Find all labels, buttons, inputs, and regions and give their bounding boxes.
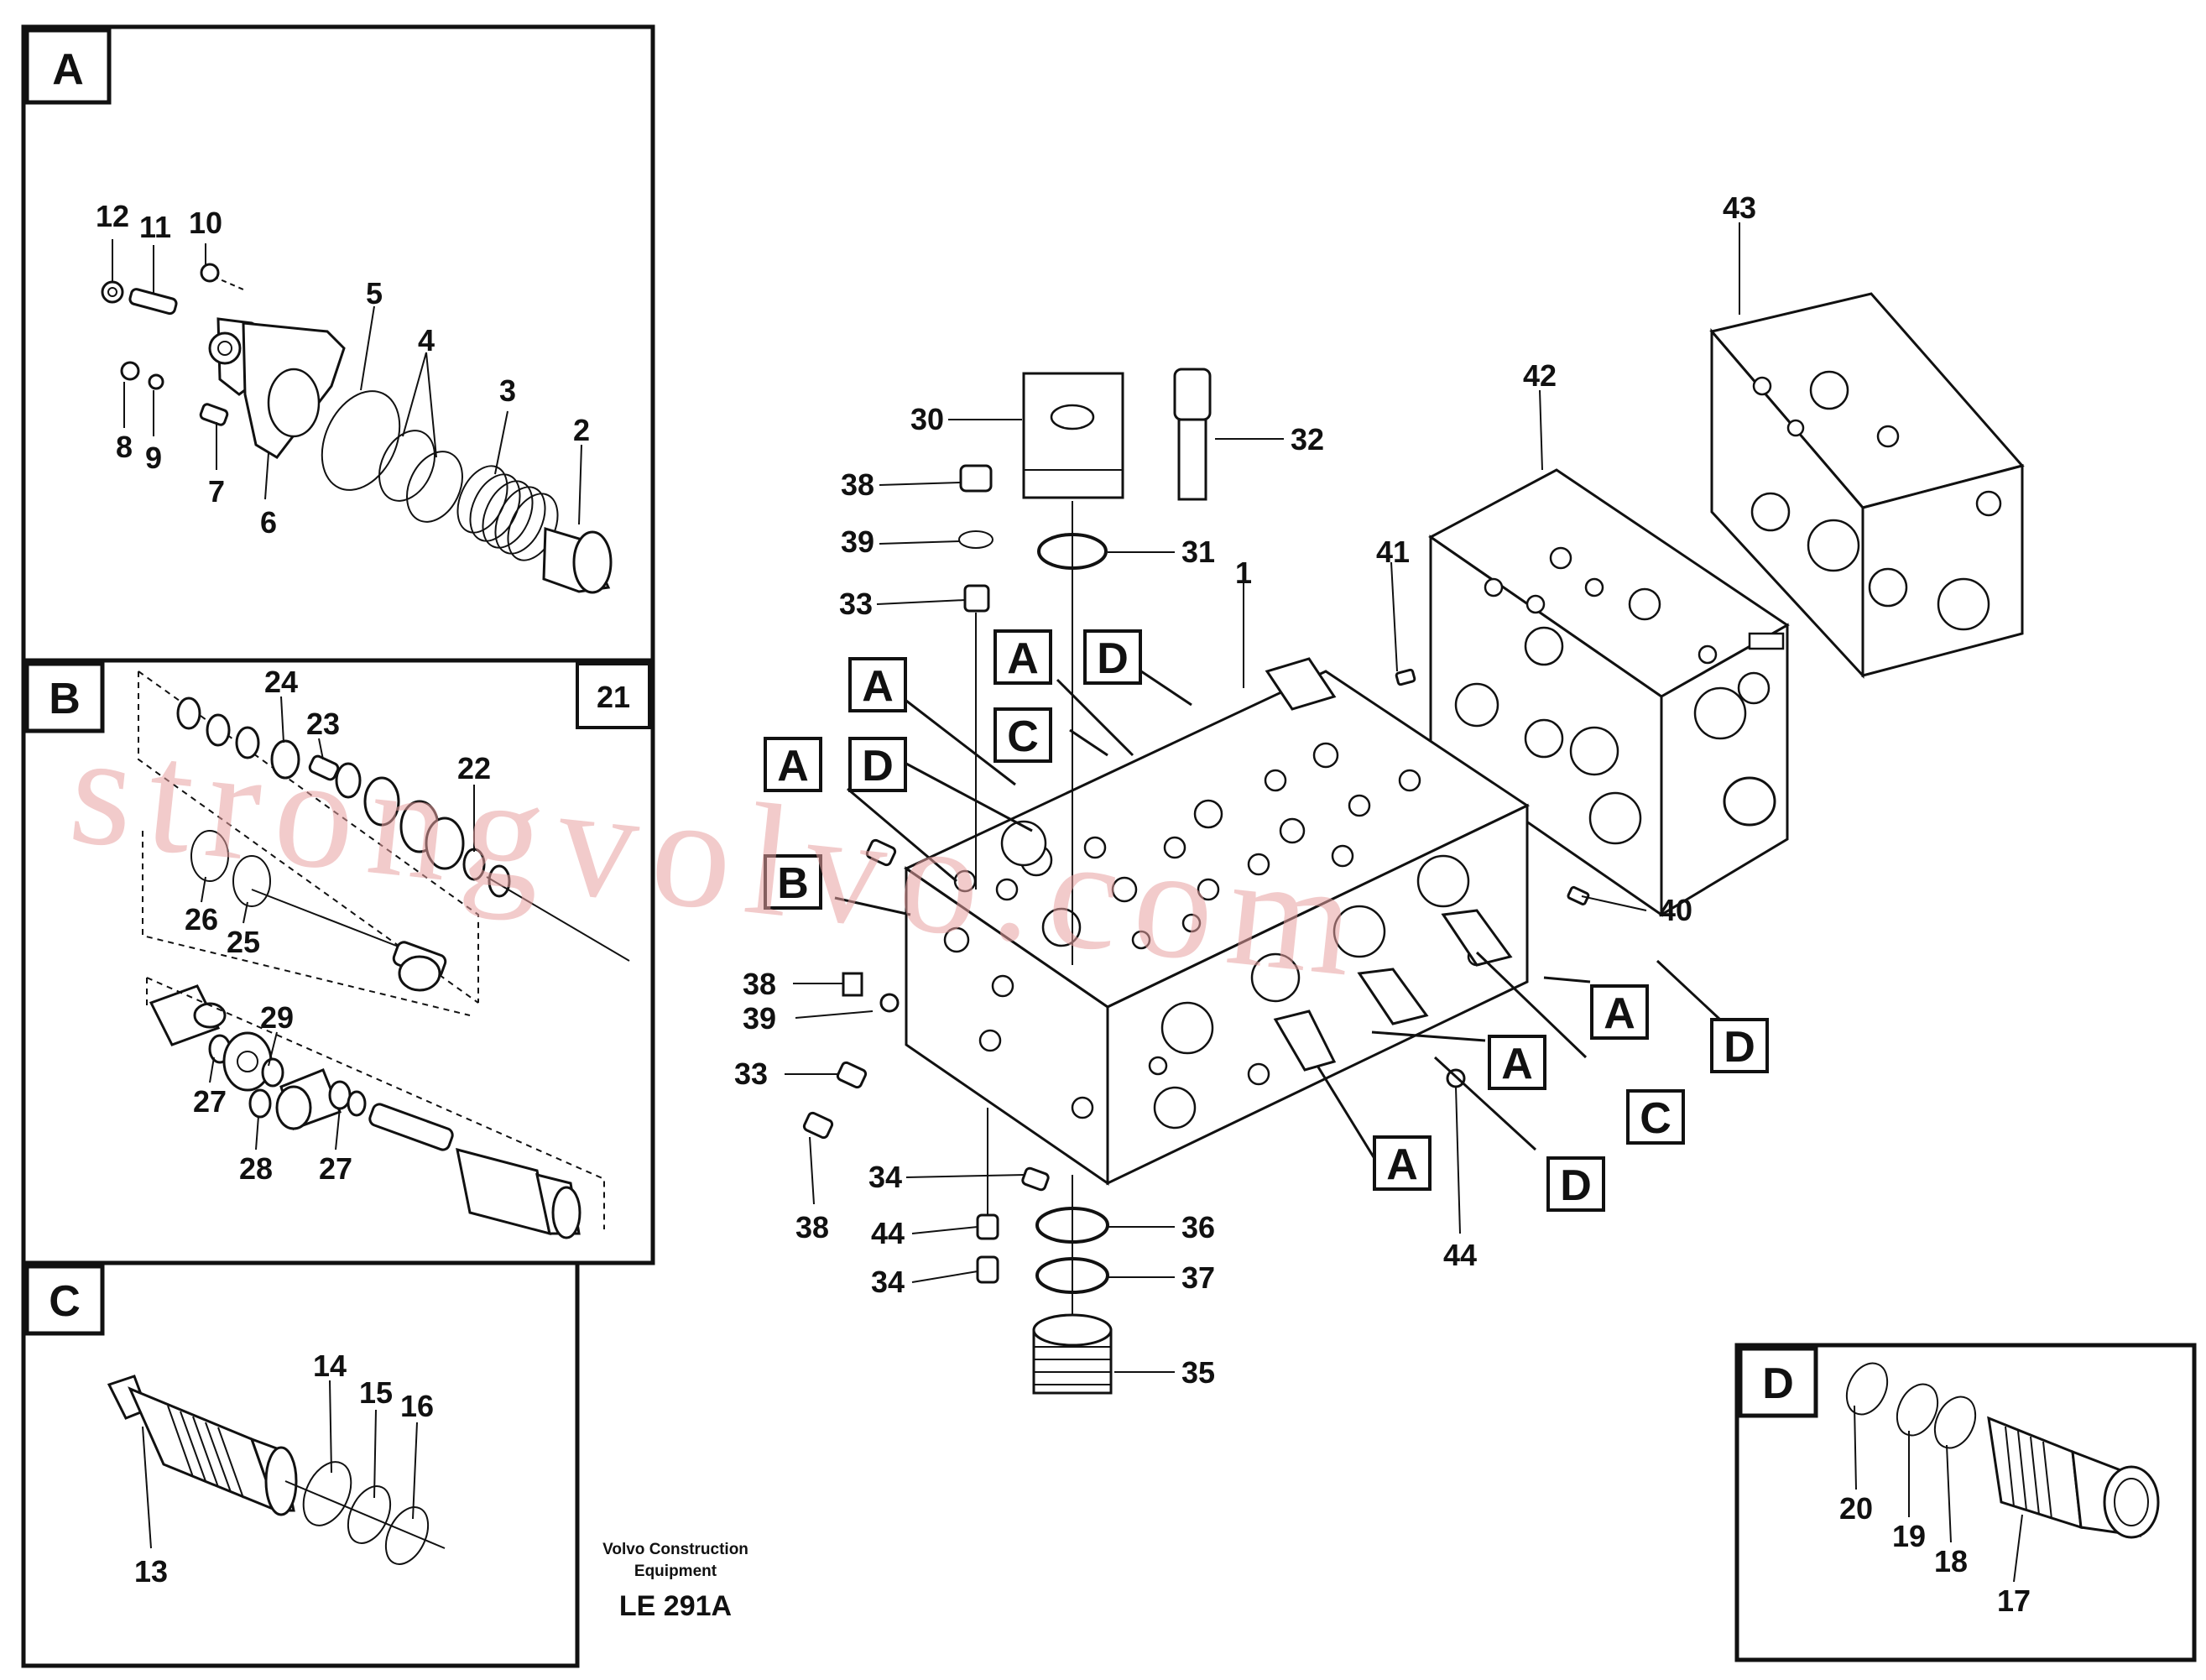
label-42: 42	[1523, 358, 1557, 393]
panel-a-relief-valve-assembly	[101, 263, 613, 594]
callout-c-2: C	[1640, 1094, 1671, 1143]
label-18: 18	[1934, 1544, 1968, 1578]
panel-a: A	[21, 24, 655, 663]
label-26: 26	[185, 902, 218, 937]
label-36: 36	[1181, 1210, 1215, 1244]
panel-d-label: D	[1762, 1359, 1794, 1408]
label-20: 20	[1839, 1491, 1873, 1526]
callout-d-4: D	[1560, 1161, 1592, 1210]
label-44a: 44	[871, 1216, 905, 1250]
section-block-43	[1709, 292, 2025, 679]
callout-b-1: B	[777, 859, 809, 908]
label-30: 30	[910, 402, 944, 436]
label-6: 6	[260, 505, 277, 540]
panel-a-leaders	[112, 239, 582, 525]
label-8: 8	[116, 430, 133, 464]
label-1: 1	[1235, 556, 1252, 590]
panel-d-valve-plug	[1845, 1362, 2160, 1539]
bottom-parts	[976, 1108, 1113, 1395]
callout-leaders	[834, 670, 1722, 1176]
callout-a-1: A	[862, 662, 894, 711]
panel-b-label: B	[49, 675, 81, 723]
callout-a-5: A	[1501, 1040, 1533, 1088]
footer-company-line2: Equipment	[634, 1563, 717, 1580]
label-34a: 34	[868, 1160, 902, 1194]
label-29: 29	[260, 1000, 294, 1035]
label-13: 13	[134, 1554, 168, 1589]
label-31: 31	[1181, 535, 1215, 569]
panel-c-cartridge-valve	[107, 1375, 446, 1565]
label-34b: 34	[871, 1265, 905, 1299]
label-16: 16	[400, 1389, 434, 1423]
panel-b-leaders	[201, 696, 475, 1150]
main-part-numbers: 43 42 30 32 38 39 31 41 1 33 40 38 39 33…	[734, 190, 1756, 1390]
label-40: 40	[1659, 893, 1692, 927]
label-27a: 27	[193, 1084, 227, 1119]
label-24: 24	[264, 665, 298, 699]
label-38c: 38	[795, 1210, 829, 1244]
callout-boxes: A A D C D A B A D A C A D	[764, 629, 1769, 1212]
footer-company-line1: Volvo Construction	[602, 1541, 748, 1558]
label-32: 32	[1291, 422, 1324, 457]
label-4: 4	[418, 323, 435, 357]
footer-drawing-code: LE 291A	[619, 1590, 732, 1622]
panel-b-ref-21: 21	[597, 680, 630, 714]
callout-d-1: D	[1097, 634, 1129, 683]
callout-d-3: D	[1724, 1023, 1755, 1072]
label-43: 43	[1723, 190, 1756, 225]
label-11: 11	[139, 210, 171, 244]
main-valve-assembly	[802, 292, 2025, 1395]
callout-a-3: A	[777, 742, 809, 790]
label-5: 5	[366, 276, 383, 310]
label-33b: 33	[734, 1057, 768, 1091]
section-block-42	[1428, 468, 1790, 917]
panel-b-valve-assembly	[138, 670, 630, 1239]
panel-d: D 20 19 18 17	[1734, 1343, 2197, 1662]
label-39b: 39	[743, 1001, 776, 1036]
label-33a: 33	[839, 587, 873, 621]
top-parts	[958, 368, 1212, 965]
label-38b: 38	[743, 967, 776, 1001]
callout-c-1: C	[1007, 712, 1039, 761]
label-3: 3	[499, 373, 516, 408]
label-2: 2	[573, 413, 590, 447]
main-leaders	[785, 222, 1740, 1373]
label-17: 17	[1997, 1583, 2031, 1618]
label-14: 14	[313, 1349, 347, 1383]
callout-a-6: A	[1386, 1140, 1418, 1189]
label-7: 7	[208, 474, 225, 509]
label-35: 35	[1181, 1355, 1215, 1390]
panel-c-label: C	[49, 1277, 81, 1326]
label-12: 12	[96, 199, 129, 233]
main-valve-housing	[802, 657, 1590, 1192]
panel-c: C 14 15 16 13	[21, 1260, 580, 1668]
callout-a-2: A	[1007, 634, 1039, 683]
label-38a: 38	[841, 467, 874, 502]
panel-b: B 21	[21, 658, 655, 1265]
label-25: 25	[227, 925, 260, 959]
label-27b: 27	[319, 1151, 352, 1186]
panel-c-leaders	[142, 1380, 418, 1549]
label-28: 28	[239, 1151, 273, 1186]
label-39a: 39	[841, 524, 874, 559]
label-44b: 44	[1443, 1238, 1477, 1272]
label-41: 41	[1376, 535, 1410, 569]
callout-d-2: D	[862, 742, 894, 790]
label-15: 15	[359, 1375, 393, 1410]
panel-a-label: A	[52, 45, 84, 94]
label-37: 37	[1181, 1260, 1215, 1295]
label-23: 23	[306, 707, 340, 741]
callout-a-4: A	[1604, 989, 1635, 1038]
label-10: 10	[189, 206, 222, 240]
label-9: 9	[145, 441, 162, 475]
label-19: 19	[1892, 1519, 1926, 1553]
label-22: 22	[457, 751, 491, 785]
panel-d-leaders	[1854, 1405, 2023, 1583]
